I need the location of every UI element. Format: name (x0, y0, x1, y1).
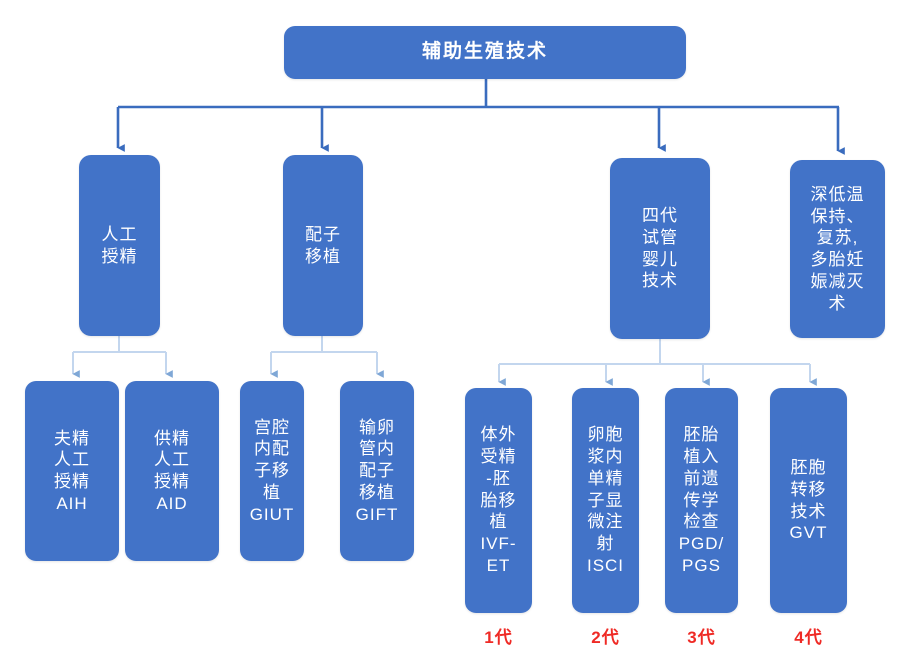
node-label: 供精 人工 授精 AID (154, 428, 190, 513)
node-gamete-transfer[interactable]: 配子 移植 (283, 155, 363, 336)
generation-label-text: 3代 (687, 628, 716, 647)
node-label: 输卵 管内 配子 移植 GIFT (355, 417, 399, 524)
node-label: 夫精 人工 授精 AIH (54, 428, 90, 513)
node-label: 卵胞 浆内 单精 子显 微注 射 ISCI (586, 425, 625, 575)
leaf-gvt[interactable]: 胚胞 转移 技术 GVT (770, 388, 847, 613)
node-ivf-four-generations[interactable]: 四代 试管 婴儿 技术 (610, 158, 710, 339)
node-label: 胚胎 植入 前遗 传学 检查 PGD/ PGS (678, 425, 725, 575)
leaf-isci[interactable]: 卵胞 浆内 单精 子显 微注 射 ISCI (572, 388, 639, 613)
generation-label-text: 2代 (591, 628, 620, 647)
leaf-aid[interactable]: 供精 人工 授精 AID (125, 381, 219, 561)
leaf-gift[interactable]: 输卵 管内 配子 移植 GIFT (340, 381, 414, 561)
node-label: 深低温 保持、 复苏, 多胎妊 娠减灭 术 (810, 184, 865, 313)
generation-label-1: 1代 (465, 623, 532, 648)
leaf-aih[interactable]: 夫精 人工 授精 AIH (25, 381, 119, 561)
leaf-giut[interactable]: 宫腔 内配 子移 植 GIUT (240, 381, 304, 561)
node-label: 体外 受精 -胚 胎移 植 IVF- ET (480, 425, 517, 575)
node-label: 配子 移植 (305, 224, 341, 266)
node-label: 胚胞 转移 技术 GVT (789, 458, 828, 543)
node-label: 人工 授精 (101, 224, 138, 266)
generation-label-text: 4代 (794, 628, 823, 647)
generation-label-3: 3代 (665, 623, 738, 648)
node-cryopreservation-fetal-reduction[interactable]: 深低温 保持、 复苏, 多胎妊 娠减灭 术 (790, 160, 885, 338)
node-label: 四代 试管 婴儿 技术 (642, 206, 678, 291)
leaf-pgd-pgs[interactable]: 胚胎 植入 前遗 传学 检查 PGD/ PGS (665, 388, 738, 613)
root-node[interactable]: 辅助生殖技术 (284, 26, 686, 79)
leaf-ivf-et[interactable]: 体外 受精 -胚 胎移 植 IVF- ET (465, 388, 532, 613)
root-node-label: 辅助生殖技术 (421, 41, 548, 63)
generation-label-text: 1代 (484, 628, 513, 647)
node-artificial-insemination[interactable]: 人工 授精 (79, 155, 160, 336)
generation-label-2: 2代 (572, 623, 639, 648)
node-label: 宫腔 内配 子移 植 GIUT (249, 417, 295, 524)
generation-label-4: 4代 (770, 623, 847, 648)
